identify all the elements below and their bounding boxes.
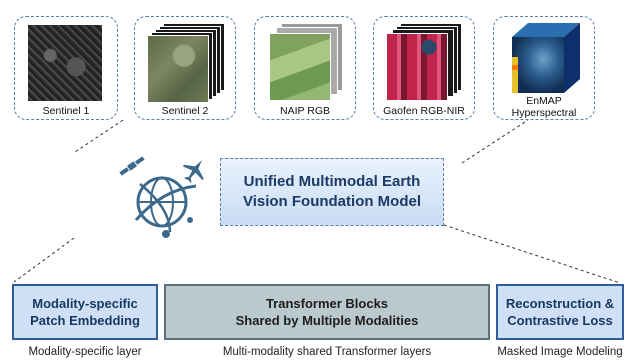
patch-embedding-box: Modality-specific Patch Embedding: [12, 284, 158, 340]
foundation-model-title-box: Unified Multimodal Earth Vision Foundati…: [220, 158, 444, 226]
source-card-sentinel2: Sentinel 2: [134, 16, 236, 120]
source-label-line1: EnMAP: [526, 95, 562, 107]
source-label: NAIP RGB: [280, 105, 330, 117]
source-card-naip: NAIP RGB: [254, 16, 356, 120]
satellite-icon: [119, 156, 145, 176]
source-label: Gaofen RGB-NIR: [383, 105, 465, 117]
sentinel1-sar-image: [27, 24, 103, 102]
airplane-icon: [182, 160, 204, 183]
transformer-blocks-line2: Shared by Multiple Modalities: [235, 313, 419, 328]
connector-bottom-left: [13, 237, 75, 283]
transformer-blocks-box: Transformer Blocks Shared by Multiple Mo…: [164, 284, 490, 340]
loss-line1: Reconstruction &: [505, 296, 615, 311]
patch-embedding-line1: Modality-specific: [32, 296, 138, 311]
loss-box: Reconstruction & Contrastive Loss: [496, 284, 624, 340]
caption-shared-transformer: Multi-modality shared Transformer layers: [222, 346, 432, 358]
gaofen-rgb-nir-image: [386, 33, 448, 101]
connector-top-right: [461, 119, 529, 164]
loss-line2: Contrastive Loss: [507, 313, 613, 328]
caption-masked-image-modeling: Masked Image Modeling: [497, 346, 623, 358]
source-card-gaofen: Gaofen RGB-NIR: [373, 16, 475, 120]
title-line-1: Unified Multimodal Earth: [243, 173, 421, 190]
naip-rgb-image: [269, 33, 331, 101]
title-line-2: Vision Foundation Model: [242, 193, 422, 210]
earth-observation-logo: [119, 156, 204, 238]
source-card-sentinel1: Sentinel 1: [14, 16, 118, 120]
source-card-enmap: EnMAP Hyperspectral: [493, 16, 595, 120]
source-label: Sentinel 1: [42, 105, 90, 117]
globe-logo-icon: [134, 176, 197, 238]
hyperspectral-cube-icon: [512, 23, 580, 93]
connector-top-left: [74, 119, 124, 153]
connector-bottom-right: [443, 224, 621, 284]
source-label: Sentinel 2: [161, 105, 209, 117]
source-label-line2: Hyperspectral: [511, 107, 577, 119]
transformer-blocks-line1: Transformer Blocks: [265, 296, 389, 311]
sentinel2-multispectral-image: [147, 35, 209, 103]
caption-modality-specific: Modality-specific layer: [28, 346, 142, 358]
patch-embedding-line2: Patch Embedding: [30, 313, 140, 328]
